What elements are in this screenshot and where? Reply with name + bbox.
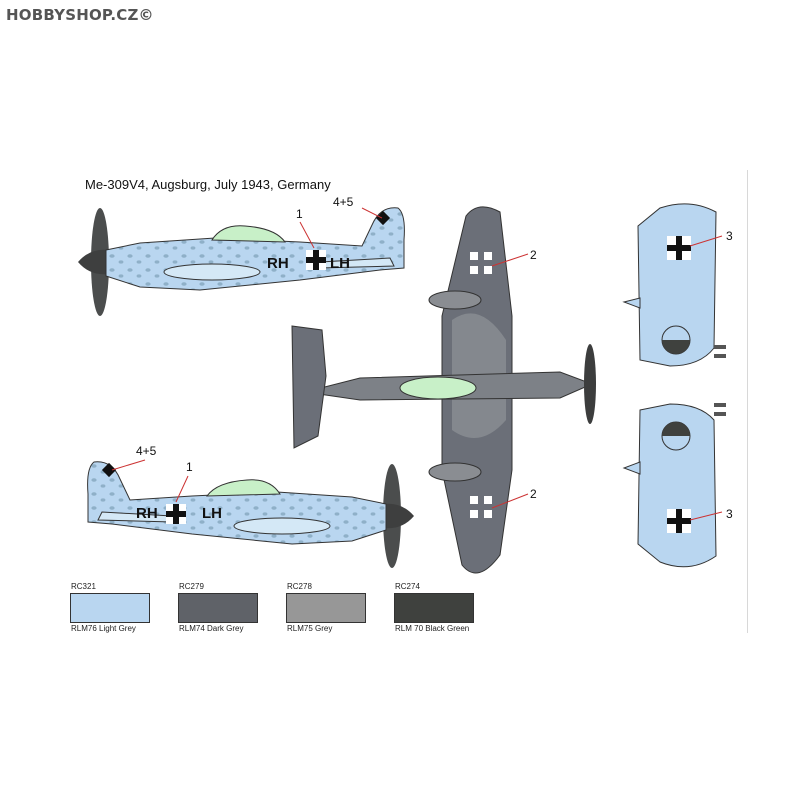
swatch-rlm76 [70,593,150,623]
callout-2-bottom: 2 [530,487,537,501]
canopy-top [211,225,286,243]
tail-emblem-top [375,210,391,226]
spinner-top [78,249,108,275]
radiator-bottom [233,517,331,535]
radiator-top [163,263,261,281]
plan-cross-upper [470,252,492,274]
swatch-rlm70 [394,593,474,623]
code-letters-lh-bottom: LH [202,505,222,522]
plan-view [291,206,596,574]
spinner-bottom [384,503,414,529]
swatch-code-rc278: RC278 [287,582,312,591]
side-view-top [78,207,405,316]
wing-cross-upper [667,236,691,260]
code-letters-lh-top: LH [330,255,350,272]
side-view-bottom [87,459,414,568]
swatch-rlm74 [178,593,258,623]
callout-1-bottom: 1 [186,460,193,474]
callout-4-5-top: 4+5 [333,195,354,209]
plan-tail [291,325,327,449]
plan-canopy [399,376,477,400]
code-letters-rh-bottom: RH [136,505,158,522]
callout-4-5-bottom: 4+5 [136,444,157,458]
aircraft-caption: Me-309V4, Augsburg, July 1943, Germany [85,177,331,192]
swatch-name-rlm74: RLM74 Dark Grey [179,624,244,633]
swatch-code-rc274: RC274 [395,582,420,591]
swatch-code-rc321: RC321 [71,582,96,591]
canopy-bottom [206,479,281,497]
swatch-name-rlm76: RLM76 Light Grey [71,624,136,633]
swatch-rlm75 [286,593,366,623]
fuselage-cross-bottom [166,504,186,524]
plan-cross-lower [470,496,492,518]
plan-propeller [584,344,596,424]
swatch-name-rlm75: RLM75 Grey [287,624,333,633]
callout-2-top: 2 [530,248,537,262]
fuselage-bottom [87,461,387,545]
callout-3-top: 3 [726,229,733,243]
callout-3-bottom: 3 [726,507,733,521]
callout-1-top: 1 [296,207,303,221]
hobbyshop-watermark: HOBBYSHOP.CZ© [6,6,154,24]
wing-underside-lower [622,403,726,568]
swatch-code-rc279: RC279 [179,582,204,591]
wing-underside-upper [622,203,726,367]
code-letters-rh-top: RH [267,255,289,272]
drop-tank-upper [428,290,482,310]
fuselage-cross-top [306,250,326,270]
fuselage-top [105,207,405,291]
swatch-name-rlm70: RLM 70 Black Green [395,624,470,633]
wing-cross-lower [667,509,691,533]
drop-tank-lower [428,462,482,482]
tail-emblem-bottom [101,462,117,478]
